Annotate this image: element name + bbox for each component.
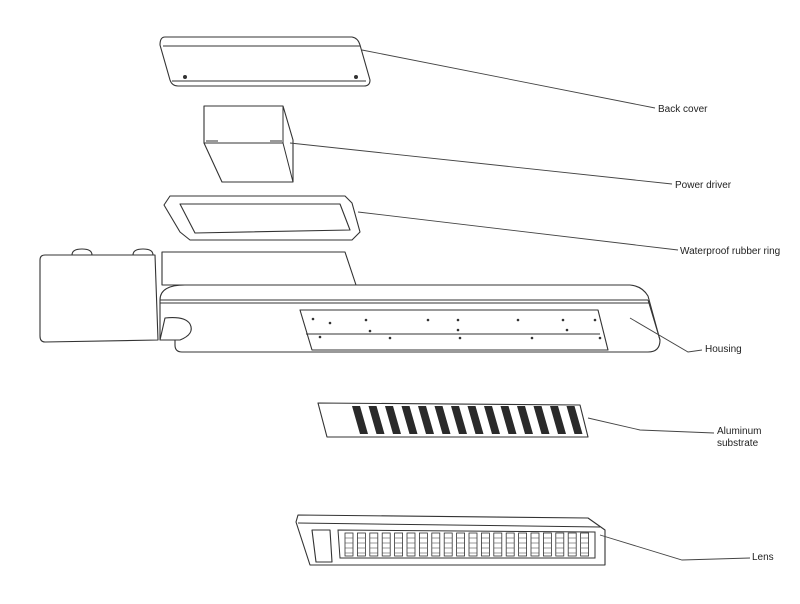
- leader-aluminum: [587, 417, 715, 434]
- leader-rubber-ring: [357, 211, 679, 251]
- led-column: [517, 406, 533, 434]
- lens-cell-column: [580, 532, 589, 557]
- led-column: [451, 406, 467, 434]
- led-column: [418, 406, 434, 434]
- leader-power-driver: [289, 142, 673, 185]
- lens-grid: [344, 532, 589, 557]
- screw-hole: [364, 318, 368, 322]
- label-aluminum: Aluminum: [717, 426, 761, 437]
- lens-cell-column: [406, 532, 416, 557]
- led-rows: [352, 406, 583, 434]
- lens-cell-column: [505, 532, 515, 557]
- lens-part: [295, 514, 606, 566]
- back-cover-part: [159, 36, 371, 87]
- lens-cell-column: [530, 532, 540, 557]
- leader-housing: [629, 317, 703, 353]
- led-column: [434, 406, 451, 434]
- lens-cell-column: [344, 532, 354, 557]
- screw-hole: [311, 317, 315, 321]
- label-lens: Lens: [752, 552, 774, 563]
- screw-hole: [328, 321, 332, 325]
- screw-hole: [426, 318, 430, 322]
- lens-cell-column: [356, 532, 366, 557]
- screw-hole: [388, 336, 392, 340]
- led-column: [500, 406, 517, 434]
- led-column: [467, 406, 484, 434]
- power-driver-part: [203, 105, 294, 183]
- screw-hole: [368, 329, 372, 333]
- led-column: [533, 406, 550, 434]
- leader-lens: [599, 534, 751, 561]
- lens-cell-column: [394, 532, 404, 557]
- screw-hole: [593, 318, 597, 322]
- led-column: [352, 406, 368, 434]
- screw-hole: [561, 318, 565, 322]
- screw-hole: [565, 328, 569, 332]
- screw-hole: [598, 336, 602, 340]
- lens-cell-column: [443, 532, 453, 557]
- label-housing: Housing: [705, 344, 742, 355]
- lens-cell-column: [480, 532, 490, 557]
- label-power-driver: Power driver: [675, 180, 732, 191]
- label-rubber-ring: Waterproof rubber ring: [680, 246, 780, 257]
- screw-hole: [530, 336, 534, 340]
- lens-cell-column: [567, 532, 577, 557]
- housing-part: [39, 248, 661, 353]
- lens-cell-column: [381, 532, 391, 557]
- led-column: [368, 406, 385, 434]
- lens-cell-column: [468, 532, 478, 557]
- lens-cell-column: [369, 532, 379, 557]
- aluminum-substrate-part: [317, 402, 589, 438]
- lens-cell-column: [493, 532, 503, 557]
- screw-hole: [318, 335, 322, 339]
- screw-hole: [456, 318, 460, 322]
- lens-cell-column: [518, 532, 527, 557]
- lens-cell-column: [456, 532, 466, 557]
- leader-back-cover: [361, 49, 656, 109]
- screw-hole: [456, 328, 460, 332]
- lens-cell-column: [418, 532, 428, 557]
- led-column: [401, 406, 418, 434]
- label-substrate: substrate: [717, 438, 759, 449]
- screw-hole: [516, 318, 520, 322]
- lens-cell-column: [543, 532, 552, 557]
- screw-hole: [458, 336, 462, 340]
- label-back-cover: Back cover: [658, 104, 708, 115]
- waterproof-rubber-ring-part: [163, 195, 361, 241]
- led-column: [550, 406, 566, 434]
- lens-cell-column: [431, 532, 441, 557]
- led-column: [566, 406, 583, 434]
- lens-cell-column: [555, 532, 565, 557]
- led-column: [385, 406, 401, 434]
- led-column: [484, 406, 500, 434]
